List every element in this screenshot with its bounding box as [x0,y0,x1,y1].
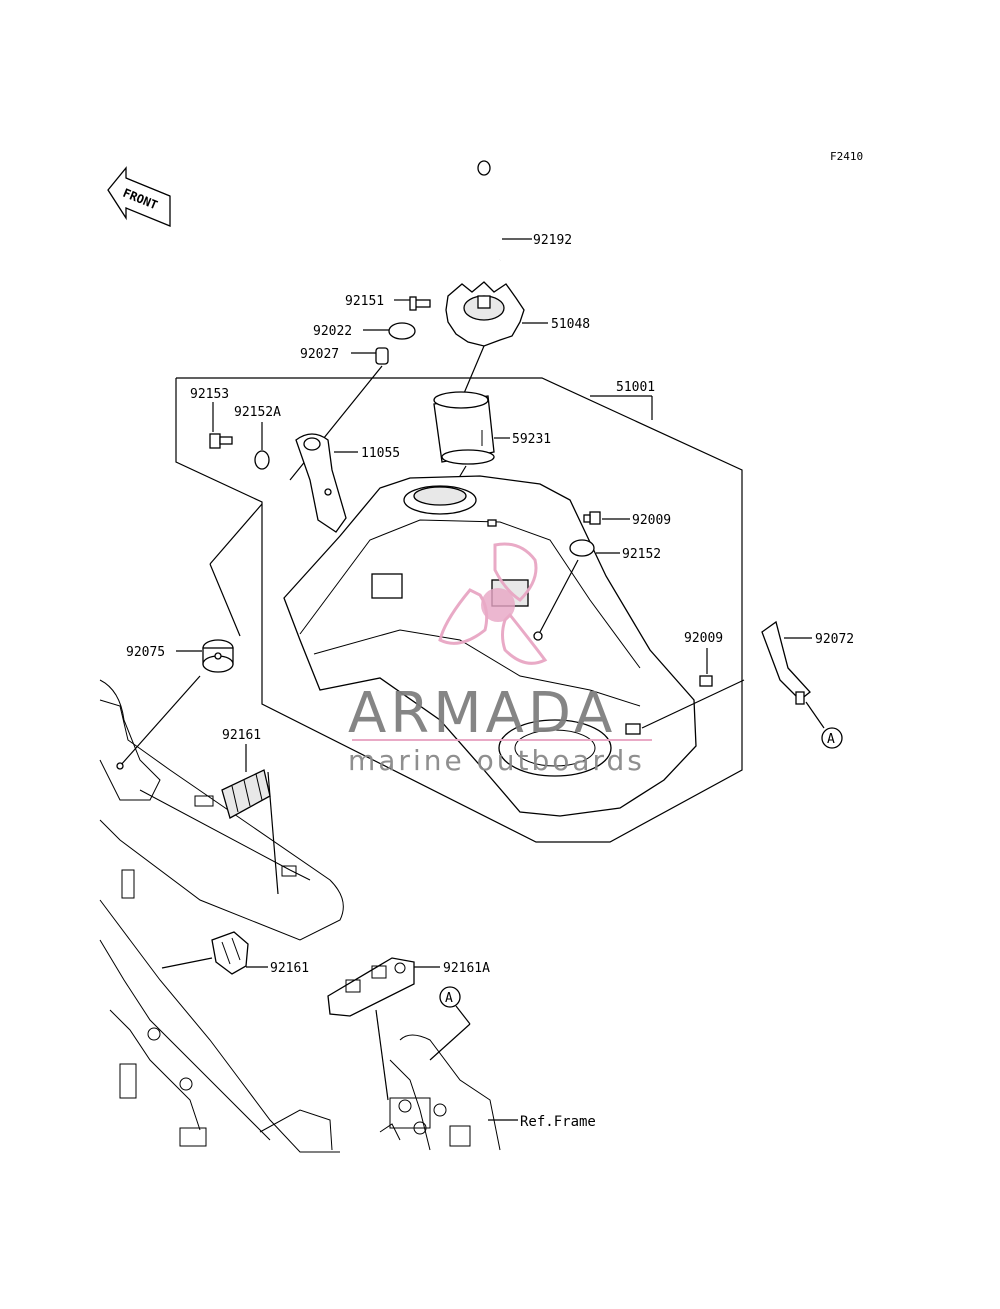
washer-92152A [254,450,270,470]
propeller-logo-icon [438,542,548,665]
label-ref-frame: Ref.Frame [520,1114,596,1130]
strap-92072 [761,620,811,705]
callout-a-lower: A [439,986,461,1008]
damper-92075 [202,639,234,673]
filler-neck-59231 [433,391,495,465]
label-11055: 11055 [361,446,400,461]
bolt-92153 [209,433,233,449]
callout-a-right: A [821,727,843,749]
damper-92161A [327,957,415,1017]
label-92009-side: 92009 [684,631,723,646]
figure-id: F2410 [830,150,863,163]
frame-left [99,679,344,1153]
bolt-92009-side [699,675,713,687]
fuel-tank-51001 [283,475,697,817]
label-92161A: 92161A [443,961,490,976]
label-92075: 92075 [126,645,165,660]
label-92022: 92022 [313,324,352,339]
label-92161-lower: 92161 [270,961,309,976]
hose-92192 [477,158,554,263]
label-92161-upper: 92161 [222,728,261,743]
watermark-subtitle: marine outboards [348,744,645,777]
tank-assembly-outline [175,377,743,843]
label-92027: 92027 [300,347,339,362]
bolt-92009-upper [583,511,601,525]
fuel-cap-51048 [445,281,525,347]
label-92192: 92192 [533,233,572,248]
svg-text:A: A [445,991,453,1006]
label-92152: 92152 [622,547,661,562]
bracket-11055 [295,433,347,533]
damper-pad-92161-lower [211,931,249,975]
svg-text:A: A [827,732,835,747]
watermark: ARMADA marine outboards [348,542,652,777]
bolt-92151 [409,296,431,311]
label-92009-upper: 92009 [632,513,671,528]
washer-92152 [569,539,595,557]
label-51048: 51048 [551,317,590,332]
label-92072: 92072 [815,632,854,647]
label-59231: 59231 [512,432,551,447]
washer-92022 [388,322,416,340]
collar-92027 [375,347,389,365]
label-51001: 51001 [616,380,655,395]
front-arrow-icon: FRONT [107,166,171,227]
frame-lower-right [379,1034,501,1151]
watermark-title: ARMADA [348,681,616,746]
damper-pad-92161-upper [221,769,271,819]
label-92152A: 92152A [234,405,281,420]
label-92151: 92151 [345,294,384,309]
label-92153: 92153 [190,387,229,402]
